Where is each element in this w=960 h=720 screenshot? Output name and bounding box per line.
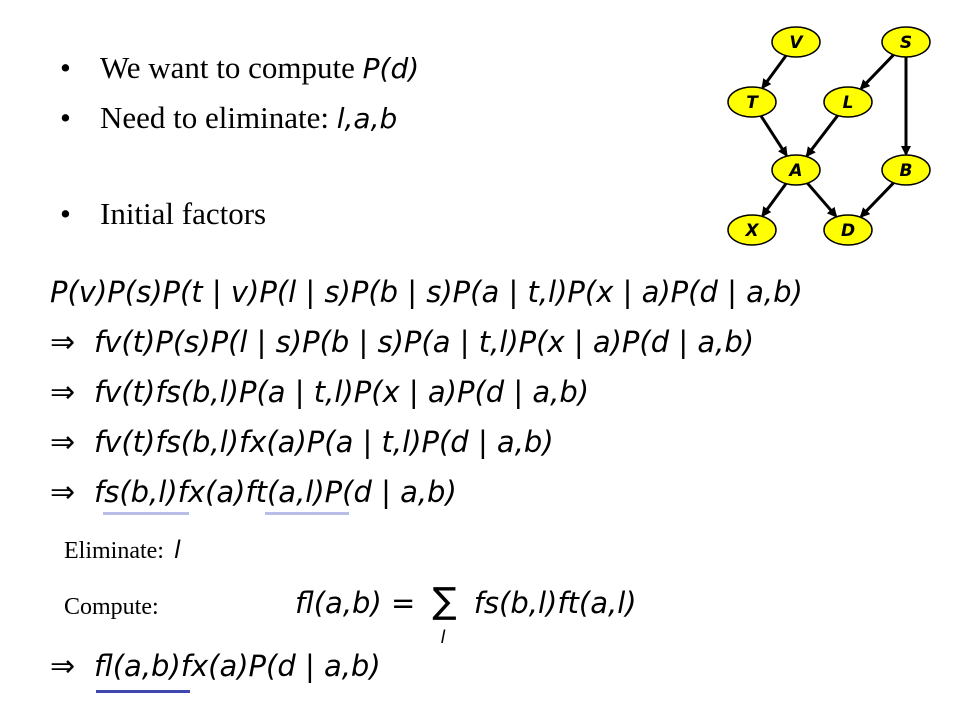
- node-label: B: [900, 161, 913, 181]
- underline-fl: [96, 690, 190, 693]
- node-A: A: [771, 154, 821, 186]
- bullet-text: Need to eliminate:: [100, 100, 329, 135]
- node-ellipse: [823, 86, 873, 118]
- edge-B-D: [859, 181, 895, 218]
- node-L: L: [823, 86, 873, 118]
- implies-symbol: ⇒: [50, 325, 76, 360]
- implies-symbol: ⇒: [50, 425, 76, 460]
- compute-lhs: fl(a,b) =: [295, 586, 416, 620]
- equation-text: fl(a,b)fx(a)P(d | a,b): [94, 649, 381, 683]
- equation-text: fv(t)fs(b,l)fx(a)P(a | t,l)P(d | a,b): [94, 425, 554, 459]
- implies-symbol: ⇒: [50, 375, 76, 410]
- bullet-dot: •: [60, 196, 71, 231]
- implies-symbol: ⇒: [50, 475, 76, 510]
- equation-step-3: ⇒ fv(t)fs(b,l)fx(a)P(a | t,l)P(d | a,b): [50, 422, 554, 463]
- node-T: T: [727, 86, 777, 118]
- equation-text: fs(b,l)fx(a)ft(a,l)P(d | a,b): [94, 475, 457, 509]
- bullet-dot: •: [60, 50, 71, 85]
- compute-rhs: fs(b,l)ft(a,l): [473, 586, 637, 620]
- equation-step-1: ⇒ fv(t)P(s)P(l | s)P(b | s)P(a | t,l)P(x …: [50, 322, 754, 363]
- bullet-eliminate: • Need to eliminate: l,a,b: [60, 98, 397, 139]
- compute-text: Compute:: [64, 594, 159, 620]
- equation-final: ⇒ fl(a,b)fx(a)P(d | a,b): [50, 646, 381, 687]
- sum-index: l: [440, 627, 446, 648]
- node-label: T: [746, 93, 759, 113]
- equation-step-2: ⇒ fv(t)fs(b,l)P(a | t,l)P(x | a)P(d | a,b…: [50, 372, 589, 413]
- equation-step-4: ⇒ fs(b,l)fx(a)ft(a,l)P(d | a,b): [50, 472, 457, 513]
- eliminate-label: Eliminate: l: [64, 536, 181, 565]
- bayes-network-graph: V S T L A B X D: [727, 26, 931, 246]
- eliminate-var: l: [173, 536, 181, 564]
- edge-A-X: [761, 182, 788, 218]
- node-ellipse: [823, 214, 873, 246]
- edge-L-A: [805, 114, 839, 158]
- node-label: S: [900, 33, 912, 53]
- node-D: D: [823, 214, 873, 246]
- bullet-compute: • We want to compute P(d): [60, 48, 419, 89]
- node-B: B: [881, 154, 931, 186]
- underline-ft: [265, 512, 349, 515]
- node-S: S: [881, 26, 931, 58]
- node-label: V: [789, 33, 804, 53]
- edge-S-L: [859, 53, 895, 90]
- compute-formula: fl(a,b) = ∑ l fs(b,l)ft(a,l): [295, 581, 637, 649]
- implies-symbol: ⇒: [50, 649, 76, 684]
- edge-T-A: [759, 115, 788, 157]
- node-X: X: [727, 214, 777, 246]
- bullet-var: l,a,b: [336, 102, 398, 135]
- equation-text: P(v)P(s)P(t | v)P(l | s)P(b | s)P(a | t,…: [50, 275, 803, 309]
- node-ellipse: [881, 154, 931, 186]
- bullet-dot: •: [60, 100, 71, 135]
- edge-V-T: [761, 54, 788, 90]
- node-ellipse: [881, 26, 931, 58]
- equation-text: fv(t)P(s)P(l | s)P(b | s)P(a | t,l)P(x |…: [94, 325, 755, 359]
- node-ellipse: [771, 154, 821, 186]
- underline-fs: [103, 512, 189, 515]
- node-label: X: [744, 221, 759, 241]
- node-label: A: [787, 161, 802, 181]
- node-ellipse: [771, 26, 821, 58]
- equation-text: fv(t)fs(b,l)P(a | t,l)P(x | a)P(d | a,b): [94, 375, 590, 409]
- eliminate-text: Eliminate:: [64, 538, 164, 564]
- sum-symbol: ∑: [432, 581, 457, 622]
- node-ellipse: [727, 86, 777, 118]
- node-label: L: [843, 93, 854, 113]
- edge-A-D: [806, 182, 838, 218]
- node-ellipse: [727, 214, 777, 246]
- equation-initial: P(v)P(s)P(t | v)P(l | s)P(b | s)P(a | t,…: [50, 272, 803, 312]
- node-V: V: [771, 26, 821, 58]
- bullet-text: We want to compute: [100, 50, 355, 85]
- bullet-initial-factors: • Initial factors: [60, 194, 266, 234]
- compute-label: Compute:: [64, 594, 159, 621]
- node-label: D: [841, 221, 855, 241]
- summation: ∑ l: [425, 581, 465, 649]
- bullet-var: P(d): [362, 52, 420, 85]
- bullet-text: Initial factors: [100, 196, 267, 231]
